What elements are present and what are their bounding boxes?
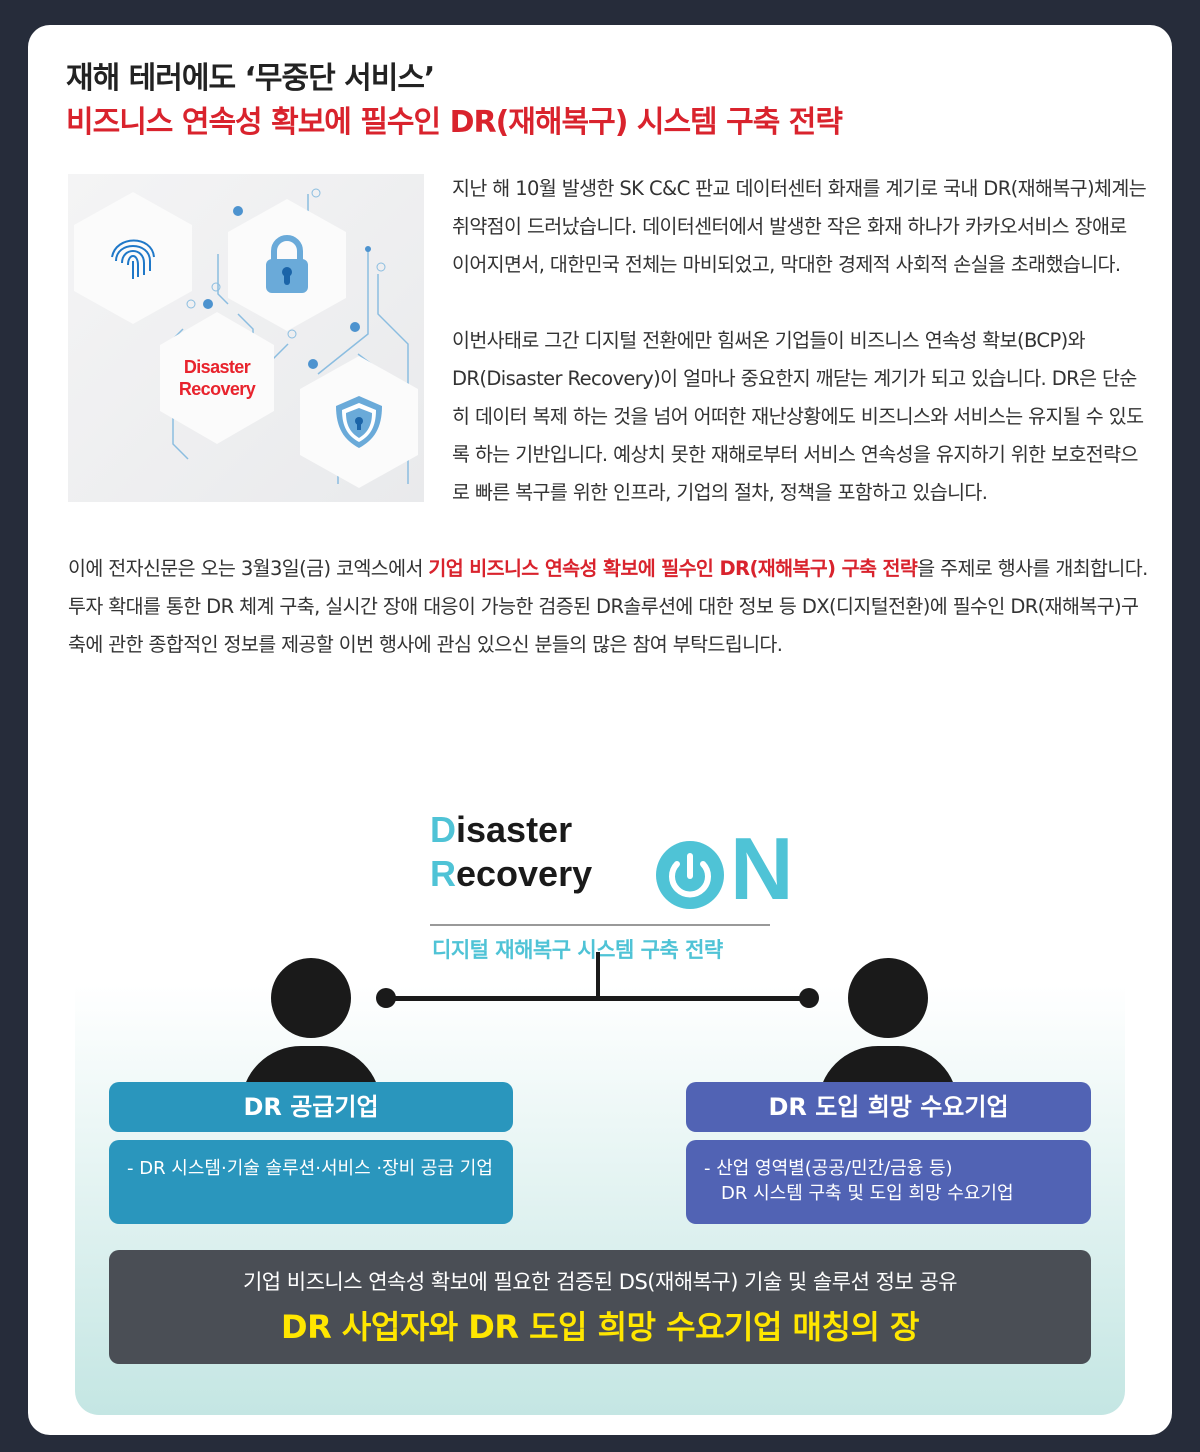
banner-line-2: DR 사업자와 DR 도입 희망 수요기업 매칭의 장 [281,1308,919,1346]
paragraph-2: 이번사태로 그간 디지털 전환에만 힘써온 기업들이 비즈니스 연속성 확보(B… [452,329,1144,504]
logo-wordmark: Disaster [430,809,573,850]
image-label-recovery: Recovery [178,379,256,399]
logo-line-2: Recovery [430,853,593,894]
demand-desc-box: - 산업 영역별(공공/민간/금융 등) DR 시스템 구축 및 도입 희망 수요… [686,1140,1091,1224]
paragraph-3-text: 이에 전자신문은 오는 3월3일(금) 코엑스에서 [68,557,429,580]
paragraph-1: 지난 해 10월 발생한 SK C&C 판교 데이터센터 화재를 계기로 국내 … [452,177,1147,276]
banner-line-1: 기업 비즈니스 연속성 확보에 필요한 검증된 DS(재해복구) 기술 및 솔루… [242,1270,958,1294]
image-label-disaster: Disaster [183,357,251,377]
demand-title: DR 도입 희망 수요기업 [768,1093,1009,1121]
demand-title-box: DR 도입 희망 수요기업 [686,1082,1091,1132]
logo-divider [430,924,770,926]
paragraph-3: 이에 전자신문은 오는 3월3일(금) 코엑스에서 기업 비즈니스 연속성 확보… [68,550,1148,664]
paragraph-3-highlight: 기업 비즈니스 연속성 확보에 필수인 DR(재해복구) 구축 전략 [428,557,918,580]
supplier-desc: - DR 시스템·기술 솔루션·서비스 ·장비 공급 기업 [127,1158,493,1179]
title-line-1: 재해 테러에도 ‘무중단 서비스’ [66,61,435,96]
title-line-2: 비즈니스 연속성 확보에 필수인 DR(재해복구) 시스템 구축 전략 [66,105,843,140]
logo-subtitle: 디지털 재해복구 시스템 구축 전략 [432,938,723,962]
logo-wordmark-2: Recovery [430,854,592,894]
lock-icon [266,235,308,293]
logo-line-1: isaster [456,809,573,850]
supplier-desc-box: - DR 시스템·기술 솔루션·서비스 ·장비 공급 기업 [109,1140,513,1224]
matching-banner: 기업 비즈니스 연속성 확보에 필요한 검증된 DS(재해복구) 기술 및 솔루… [109,1250,1091,1364]
demand-desc-1: - 산업 영역별(공공/민간/금융 등) [704,1158,953,1179]
supplier-title: DR 공급기업 [243,1093,379,1121]
paragraph-3-text-end: 을 주제로 행사를 개최합니다. 투자 확대를 통한 DR 체계 구축, 실시간… [68,557,1148,656]
demand-desc-2: DR 시스템 구축 및 도입 희망 수요기업 [721,1183,1014,1204]
supplier-title-box: DR 공급기업 [109,1082,513,1132]
power-icon [656,841,724,909]
article-card: 재해 테러에도 ‘무중단 서비스’ 비즈니스 연속성 확보에 필수인 DR(재해… [28,25,1172,1435]
shield-icon [336,396,382,448]
fingerprint-icon [111,239,155,279]
logo-n: N [730,819,794,918]
